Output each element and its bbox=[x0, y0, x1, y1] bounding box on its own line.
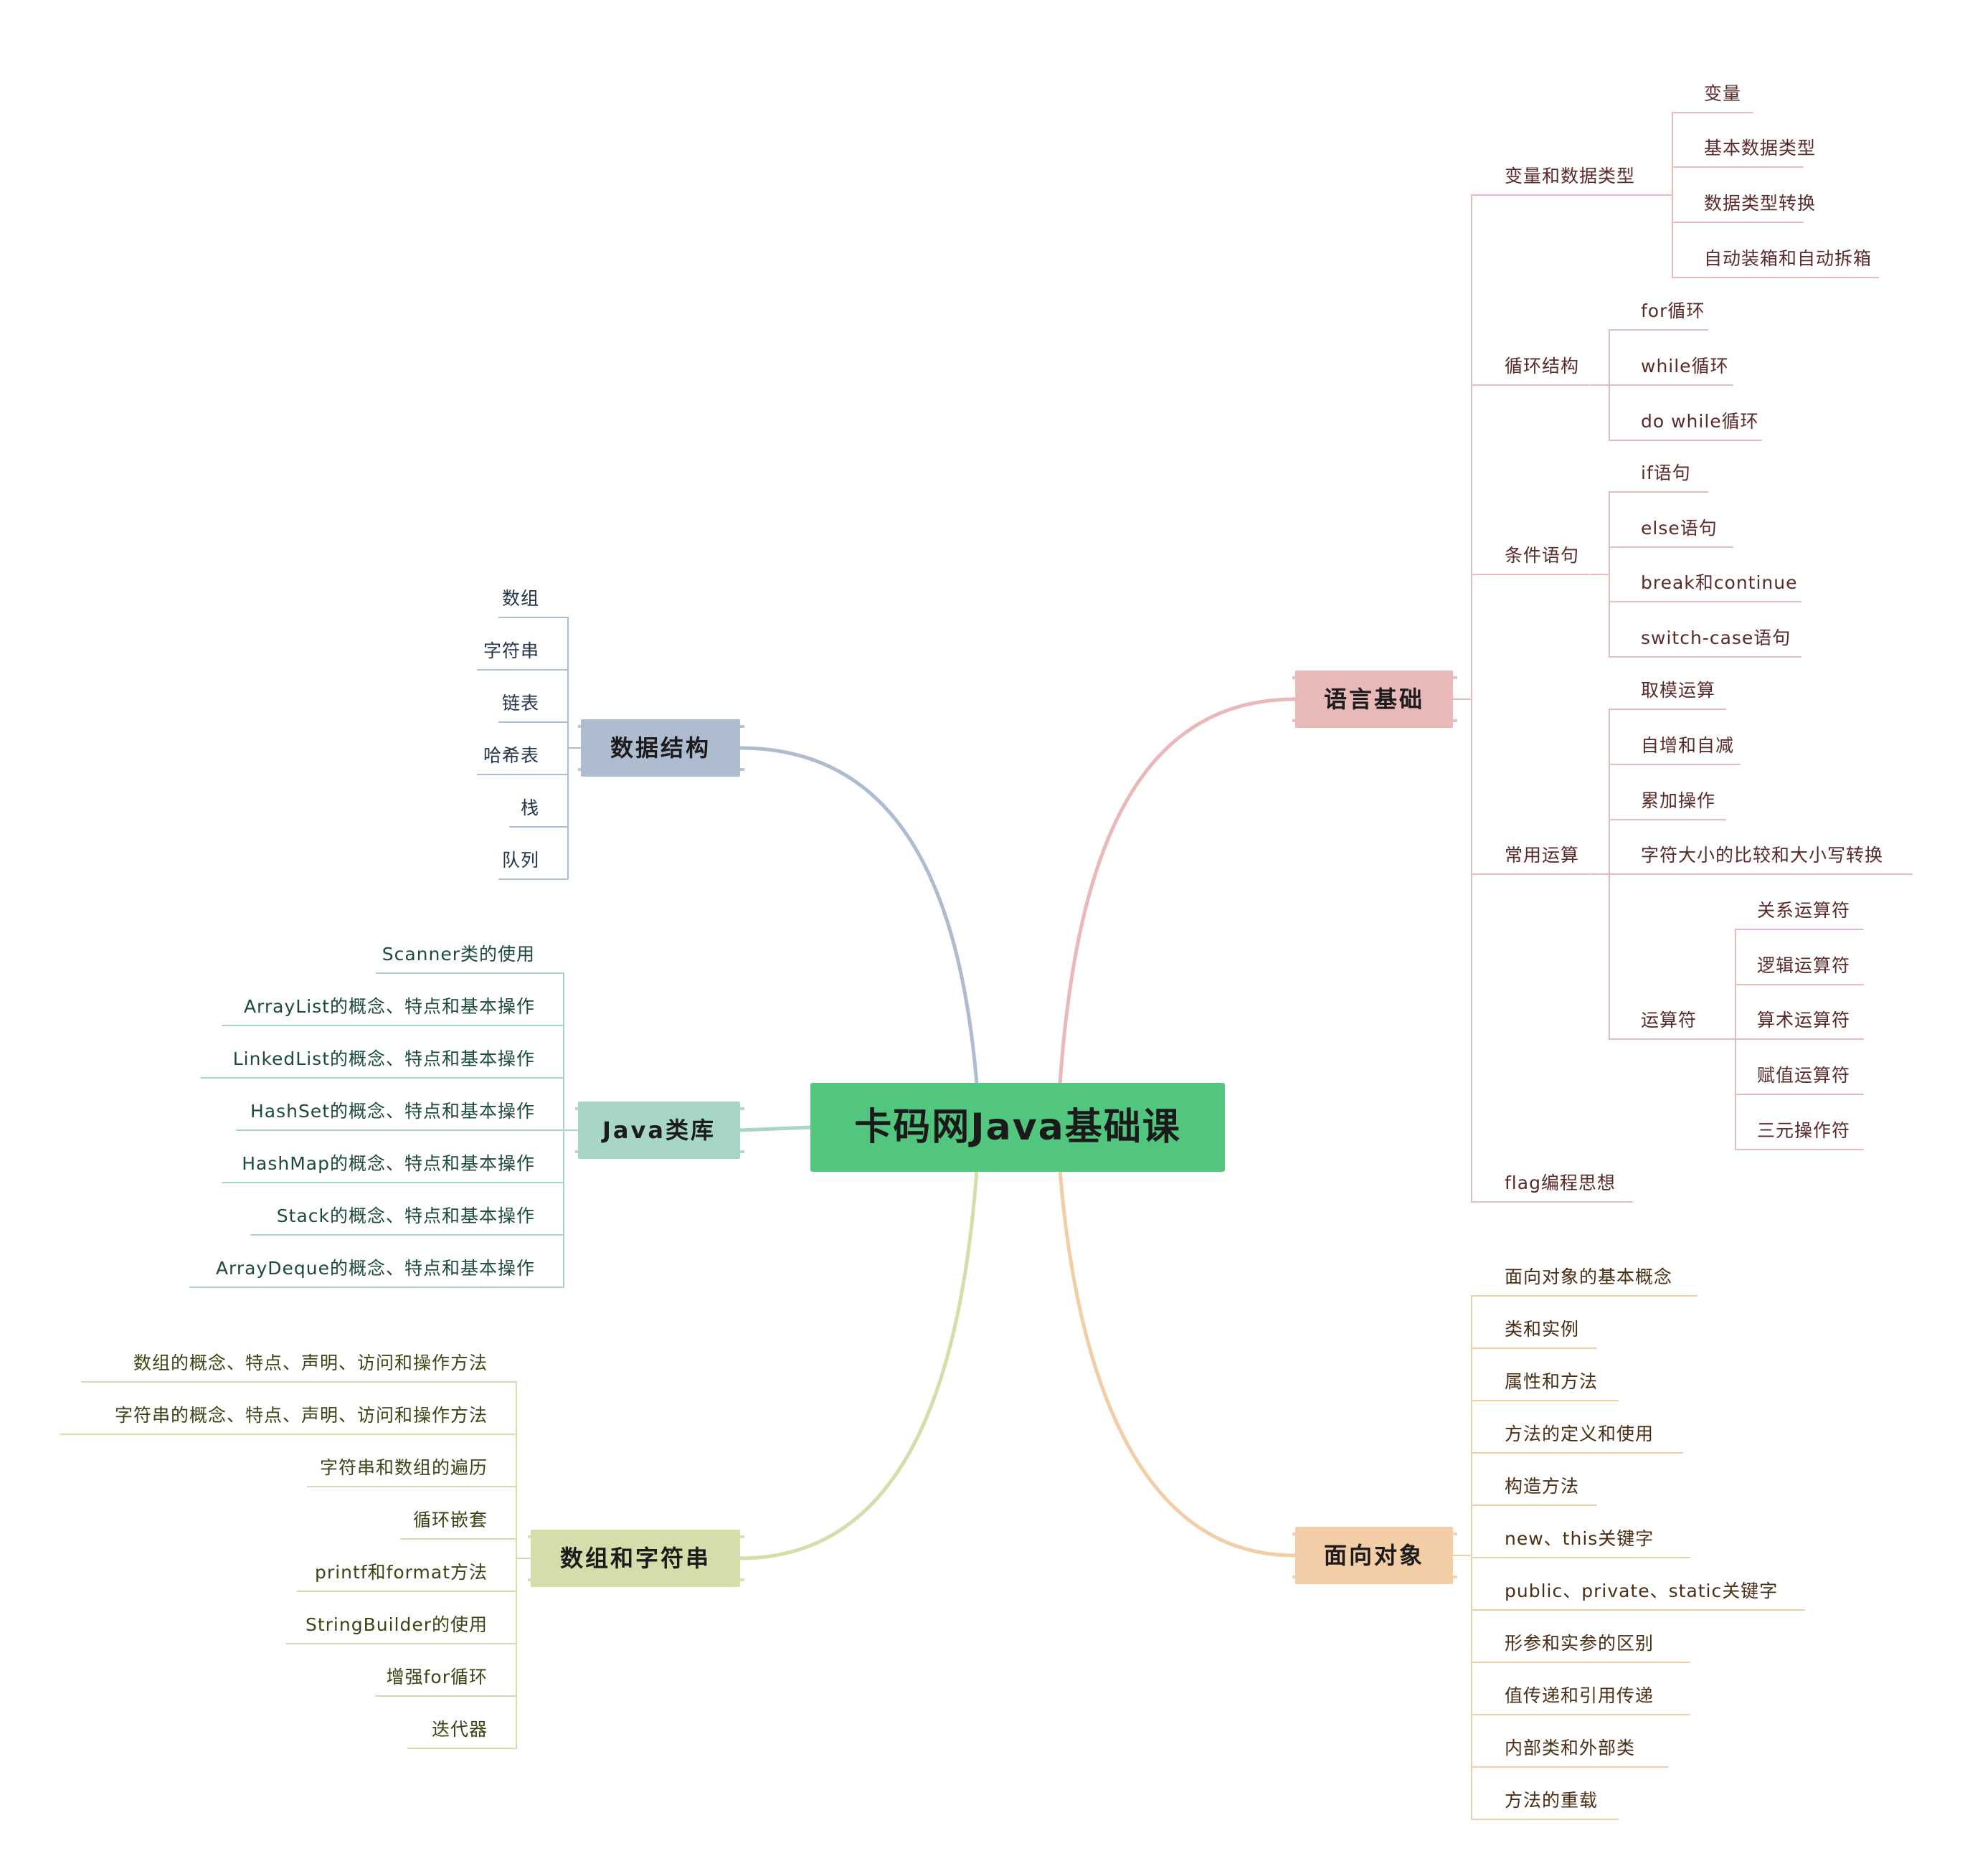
arr-item[interactable]: 循环嵌套 bbox=[412, 1510, 488, 1530]
ds-item[interactable]: 栈 bbox=[520, 797, 539, 818]
oop-item[interactable]: 构造方法 bbox=[1505, 1476, 1580, 1497]
leaf-char-compare[interactable]: 字符大小的比较和大小写转换 bbox=[1641, 845, 1884, 866]
main-branch-curve bbox=[738, 1168, 979, 1560]
lib-item[interactable]: HashSet的概念、特点和基本操作 bbox=[250, 1101, 535, 1122]
topic-common-operations[interactable]: 常用运算 bbox=[1505, 845, 1580, 866]
arr-item[interactable]: printf和format方法 bbox=[315, 1562, 488, 1583]
leaf-ternary-operator[interactable]: 三元操作符 bbox=[1757, 1120, 1851, 1141]
leaf-increment-decrement[interactable]: 自增和自减 bbox=[1641, 735, 1735, 756]
branch-label: 语言基础 bbox=[1323, 686, 1424, 713]
arr-item[interactable]: 增强for循环 bbox=[386, 1667, 488, 1687]
root-topic-background bbox=[810, 1083, 1225, 1172]
topic-conditionals[interactable]: 条件语句 bbox=[1505, 545, 1580, 566]
leaf-do-while-loop[interactable]: do while循环 bbox=[1641, 411, 1759, 432]
oop-item[interactable]: 方法的重载 bbox=[1505, 1790, 1599, 1811]
root-topic-label: 卡码网Java基础课 bbox=[854, 1106, 1181, 1149]
main-branch-curve bbox=[738, 746, 979, 1086]
leaf-primitive-types[interactable]: 基本数据类型 bbox=[1704, 138, 1817, 158]
branch-java-library[interactable]: Java类库 bbox=[575, 1102, 744, 1159]
oop-item[interactable]: 形参和实参的区别 bbox=[1505, 1633, 1654, 1654]
arr-item[interactable]: 迭代器 bbox=[431, 1719, 488, 1740]
branch-highlight bbox=[1292, 1527, 1457, 1584]
ds-item[interactable]: 哈希表 bbox=[483, 745, 539, 766]
oop-item[interactable]: 面向对象的基本概念 bbox=[1505, 1266, 1673, 1287]
ds-item[interactable]: 队列 bbox=[501, 850, 539, 871]
lib-item[interactable]: Stack的概念、特点和基本操作 bbox=[276, 1205, 535, 1226]
branch-highlight bbox=[575, 1102, 744, 1159]
topic-variables[interactable]: 变量和数据类型 bbox=[1505, 166, 1636, 186]
branch-language-basics[interactable]: 语言基础 bbox=[1292, 671, 1457, 728]
lib-item[interactable]: ArrayDeque的概念、特点和基本操作 bbox=[215, 1258, 535, 1279]
leaf-while-loop[interactable]: while循环 bbox=[1641, 356, 1729, 376]
oop-item[interactable]: 值传递和引用传递 bbox=[1505, 1685, 1654, 1706]
oop-item[interactable]: 内部类和外部类 bbox=[1505, 1738, 1636, 1758]
topic-loops[interactable]: 循环结构 bbox=[1505, 356, 1580, 376]
ds-item[interactable]: 数组 bbox=[501, 588, 539, 609]
leaf-arithmetic-operators[interactable]: 算术运算符 bbox=[1757, 1010, 1851, 1031]
oop-item[interactable]: 属性和方法 bbox=[1505, 1371, 1599, 1392]
oop-item[interactable]: 类和实例 bbox=[1505, 1319, 1580, 1340]
branch-highlight bbox=[1292, 671, 1457, 728]
branch-label: Java类库 bbox=[602, 1117, 716, 1144]
oop-item[interactable]: public、private、static关键字 bbox=[1505, 1581, 1779, 1601]
leaf-autoboxing[interactable]: 自动装箱和自动拆箱 bbox=[1704, 248, 1872, 269]
leaf-relational-operators[interactable]: 关系运算符 bbox=[1757, 900, 1851, 921]
branch-label: 面向对象 bbox=[1323, 1542, 1424, 1569]
branch-object-oriented[interactable]: 面向对象 bbox=[1292, 1527, 1457, 1584]
branch-label: 数据结构 bbox=[610, 734, 711, 762]
arr-item[interactable]: 数组的概念、特点、声明、访问和操作方法 bbox=[133, 1352, 488, 1373]
lib-item[interactable]: Scanner类的使用 bbox=[382, 944, 535, 965]
leaf-else[interactable]: else语句 bbox=[1641, 518, 1718, 539]
root-topic[interactable]: 卡码网Java基础课 bbox=[810, 1083, 1225, 1172]
arr-item[interactable]: 字符串和数组的遍历 bbox=[319, 1457, 488, 1478]
leaf-modulo[interactable]: 取模运算 bbox=[1641, 680, 1716, 701]
branch-data-structures[interactable]: 数据结构 bbox=[578, 719, 744, 777]
lib-item[interactable]: HashMap的概念、特点和基本操作 bbox=[242, 1153, 535, 1174]
leaf-assignment-operators[interactable]: 赋值运算符 bbox=[1757, 1065, 1851, 1086]
leaf-for-loop[interactable]: for循环 bbox=[1641, 300, 1705, 321]
main-branch-curve bbox=[1058, 1168, 1297, 1558]
leaf-accumulate[interactable]: 累加操作 bbox=[1641, 790, 1716, 811]
leaf-variable[interactable]: 变量 bbox=[1704, 83, 1742, 104]
branch-highlight bbox=[528, 1530, 744, 1587]
branch-arrays-strings[interactable]: 数组和字符串 bbox=[528, 1530, 744, 1587]
topic-flag-thinking[interactable]: flag编程思想 bbox=[1505, 1172, 1616, 1193]
oop-item[interactable]: 方法的定义和使用 bbox=[1505, 1423, 1654, 1444]
branch-label: 数组和字符串 bbox=[559, 1545, 711, 1572]
leaf-switch-case[interactable]: switch-case语句 bbox=[1641, 627, 1791, 648]
ds-item[interactable]: 字符串 bbox=[483, 640, 539, 661]
leaf-type-conversion[interactable]: 数据类型转换 bbox=[1704, 193, 1817, 214]
leaf-break-continue[interactable]: break和continue bbox=[1641, 572, 1798, 593]
lib-item[interactable]: LinkedList的概念、特点和基本操作 bbox=[232, 1048, 535, 1069]
lib-item[interactable]: ArrayList的概念、特点和基本操作 bbox=[243, 996, 535, 1017]
ds-item[interactable]: 链表 bbox=[501, 693, 539, 714]
main-branch-curve bbox=[738, 1125, 813, 1132]
arr-item[interactable]: StringBuilder的使用 bbox=[305, 1614, 488, 1635]
arr-item[interactable]: 字符串的概念、特点、声明、访问和操作方法 bbox=[114, 1405, 488, 1426]
topic-operators[interactable]: 运算符 bbox=[1641, 1010, 1698, 1031]
branch-highlight bbox=[578, 719, 744, 777]
leaf-logical-operators[interactable]: 逻辑运算符 bbox=[1757, 955, 1851, 976]
main-branch-curve bbox=[1058, 697, 1297, 1086]
leaf-if[interactable]: if语句 bbox=[1641, 463, 1691, 483]
oop-item[interactable]: new、this关键字 bbox=[1505, 1528, 1654, 1549]
